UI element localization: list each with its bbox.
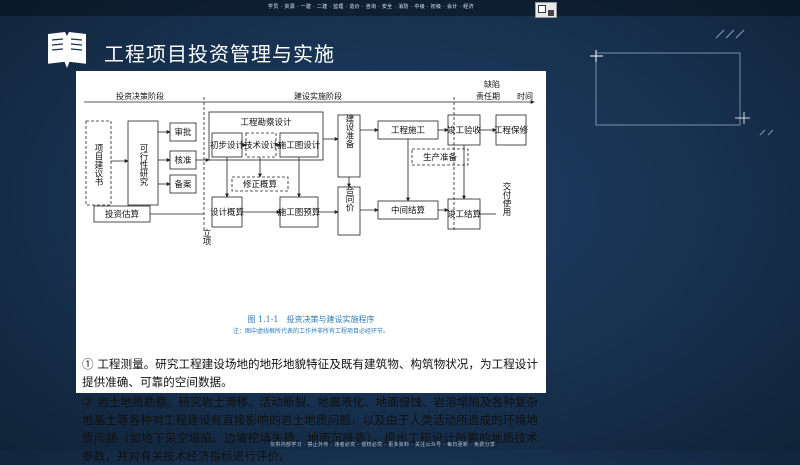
defect-label-1: 缺陷 bbox=[484, 79, 500, 89]
box-production-prep: 生产准备 bbox=[423, 152, 458, 163]
box-warranty: 工程保修 bbox=[494, 125, 529, 136]
box-completion-acceptance: 竣工验收 bbox=[447, 125, 482, 136]
box-investment-estimate: 投资估算 bbox=[105, 209, 140, 220]
content-panel: 投资决策阶段 建设实施阶段 缺陷 责任期 时间 项目建议书 可行性研究 审批 核… bbox=[76, 71, 546, 463]
box-filing: 备案 bbox=[174, 179, 192, 190]
book-icon bbox=[47, 32, 87, 68]
box-feasibility: 可行性研究 bbox=[138, 144, 148, 187]
box-construction-drawing-design: 施工图设计 bbox=[278, 140, 321, 151]
box-drawing-budget: 施工图预算 bbox=[278, 207, 321, 218]
box-contract-price: 合同价 bbox=[344, 186, 354, 212]
paragraph-geology: ② 岩土地质勘察。研究岩土滑移、活动断裂、地震液化、地面侵蚀、岩溶塌陷及各种复杂… bbox=[82, 395, 538, 463]
top-watermark-bar: 学员 · 资源 · 一建 · 二建 · 监理 · 造价 · 咨询 · 安全 · … bbox=[0, 0, 800, 18]
process-flow-diagram: 投资决策阶段 建设实施阶段 缺陷 责任期 时间 项目建议书 可行性研究 审批 核… bbox=[84, 79, 535, 247]
figure-note: 注：图中虚线框所代表的工作并非所有工程项目必经环节。 bbox=[232, 328, 389, 335]
phase-implementation-label: 建设实施阶段 bbox=[294, 91, 342, 101]
box-survey-design: 工程勘察设计 bbox=[240, 117, 292, 128]
top-watermark-text: 学员 · 资源 · 一建 · 二建 · 监理 · 造价 · 咨询 · 安全 · … bbox=[268, 4, 474, 10]
page-title: 工程项目投资管理与实施 bbox=[104, 42, 335, 66]
box-interim-settlement: 中间结算 bbox=[391, 205, 426, 216]
label-delivery: 交付使用 bbox=[501, 181, 511, 217]
bottom-watermark-text: 仅供内部学习 · 禁止外传 · 违者必究 · 侵权必究 · 更多资料 · 关注公… bbox=[270, 442, 496, 448]
phase-decision-label: 投资决策阶段 bbox=[116, 91, 164, 101]
box-preliminary-design: 初步设计 bbox=[210, 140, 245, 151]
box-construction: 工程施工 bbox=[391, 125, 426, 136]
bottom-watermark-bar: 仅供内部学习 · 禁止外传 · 违者必究 · 侵权必究 · 更多资料 · 关注公… bbox=[0, 438, 800, 450]
figure-caption: 图 1.1-1 投资决策与建设实施程序 bbox=[247, 315, 375, 324]
label-project-setup: 立项 bbox=[201, 228, 211, 247]
defect-label-2: 责任期 bbox=[476, 91, 500, 101]
box-completion-settlement: 竣工结算 bbox=[447, 209, 482, 220]
box-design-estimate: 设计概算 bbox=[210, 207, 245, 218]
box-approval: 审批 bbox=[174, 127, 192, 138]
box-technical-design: 技术设计 bbox=[244, 140, 279, 151]
box-construction-prep: 建设准备 bbox=[344, 113, 354, 149]
paragraph-survey: ① 工程测量。研究工程建设场地的地形地貌特征及既有建筑物、构筑物状况，为工程设计… bbox=[82, 357, 538, 389]
time-label: 时间 bbox=[517, 91, 533, 101]
decorative-frame bbox=[595, 29, 774, 136]
box-verification: 核准 bbox=[174, 155, 192, 166]
box-proposal: 项目建议书 bbox=[93, 144, 103, 187]
qr-code-icon bbox=[535, 2, 557, 18]
box-revised-estimate: 修正概算 bbox=[243, 179, 278, 190]
